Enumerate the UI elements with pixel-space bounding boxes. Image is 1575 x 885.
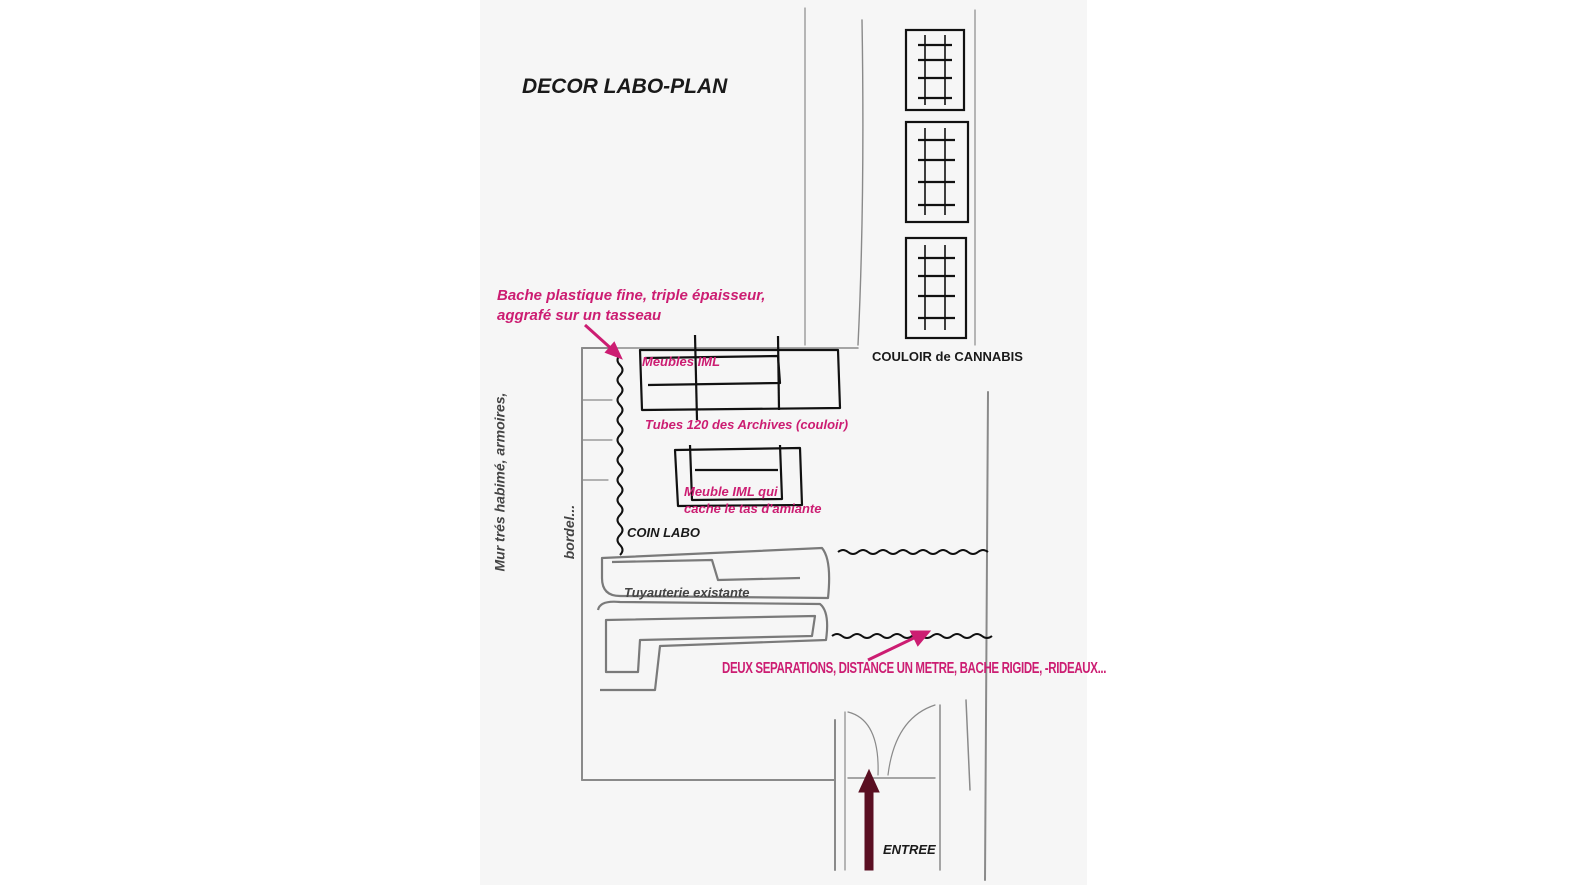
label-separations: DEUX SEPARATIONS, DISTANCE UN METRE, BAC… — [722, 660, 1107, 677]
annotation-arrows — [583, 323, 932, 662]
label-tuyauterie: Tuyauterie existante — [624, 585, 750, 600]
cannabis-racks — [904, 28, 970, 340]
label-meubles-iml: Meubles IML — [642, 354, 721, 369]
label-coin-labo: COIN LABO — [627, 525, 700, 540]
page-title: DECOR LABO-PLAN — [522, 75, 728, 98]
separation-curtains — [616, 354, 993, 639]
label-mur-line1: Mur trés habimé, armoires, — [491, 392, 508, 572]
label-meuble-iml-line2: cache le tas d'amiante — [684, 501, 822, 516]
label-bache-line1: Bache plastique fine, triple épaisseur, — [497, 287, 766, 304]
pipes — [596, 546, 831, 692]
furniture — [638, 334, 842, 508]
entry-arrow — [858, 768, 880, 871]
label-couloir: COULOIR de CANNABIS — [872, 349, 1023, 364]
label-entree: ENTREE — [883, 842, 936, 857]
label-meuble-iml-line1: Meuble IML qui — [684, 484, 778, 499]
pencil-walls — [581, 7, 989, 881]
label-bache-line2: aggrafé sur un tasseau — [497, 307, 662, 324]
label-tubes: Tubes 120 des Archives (couloir) — [645, 417, 849, 432]
label-mur-line2: bordel... — [561, 504, 578, 560]
